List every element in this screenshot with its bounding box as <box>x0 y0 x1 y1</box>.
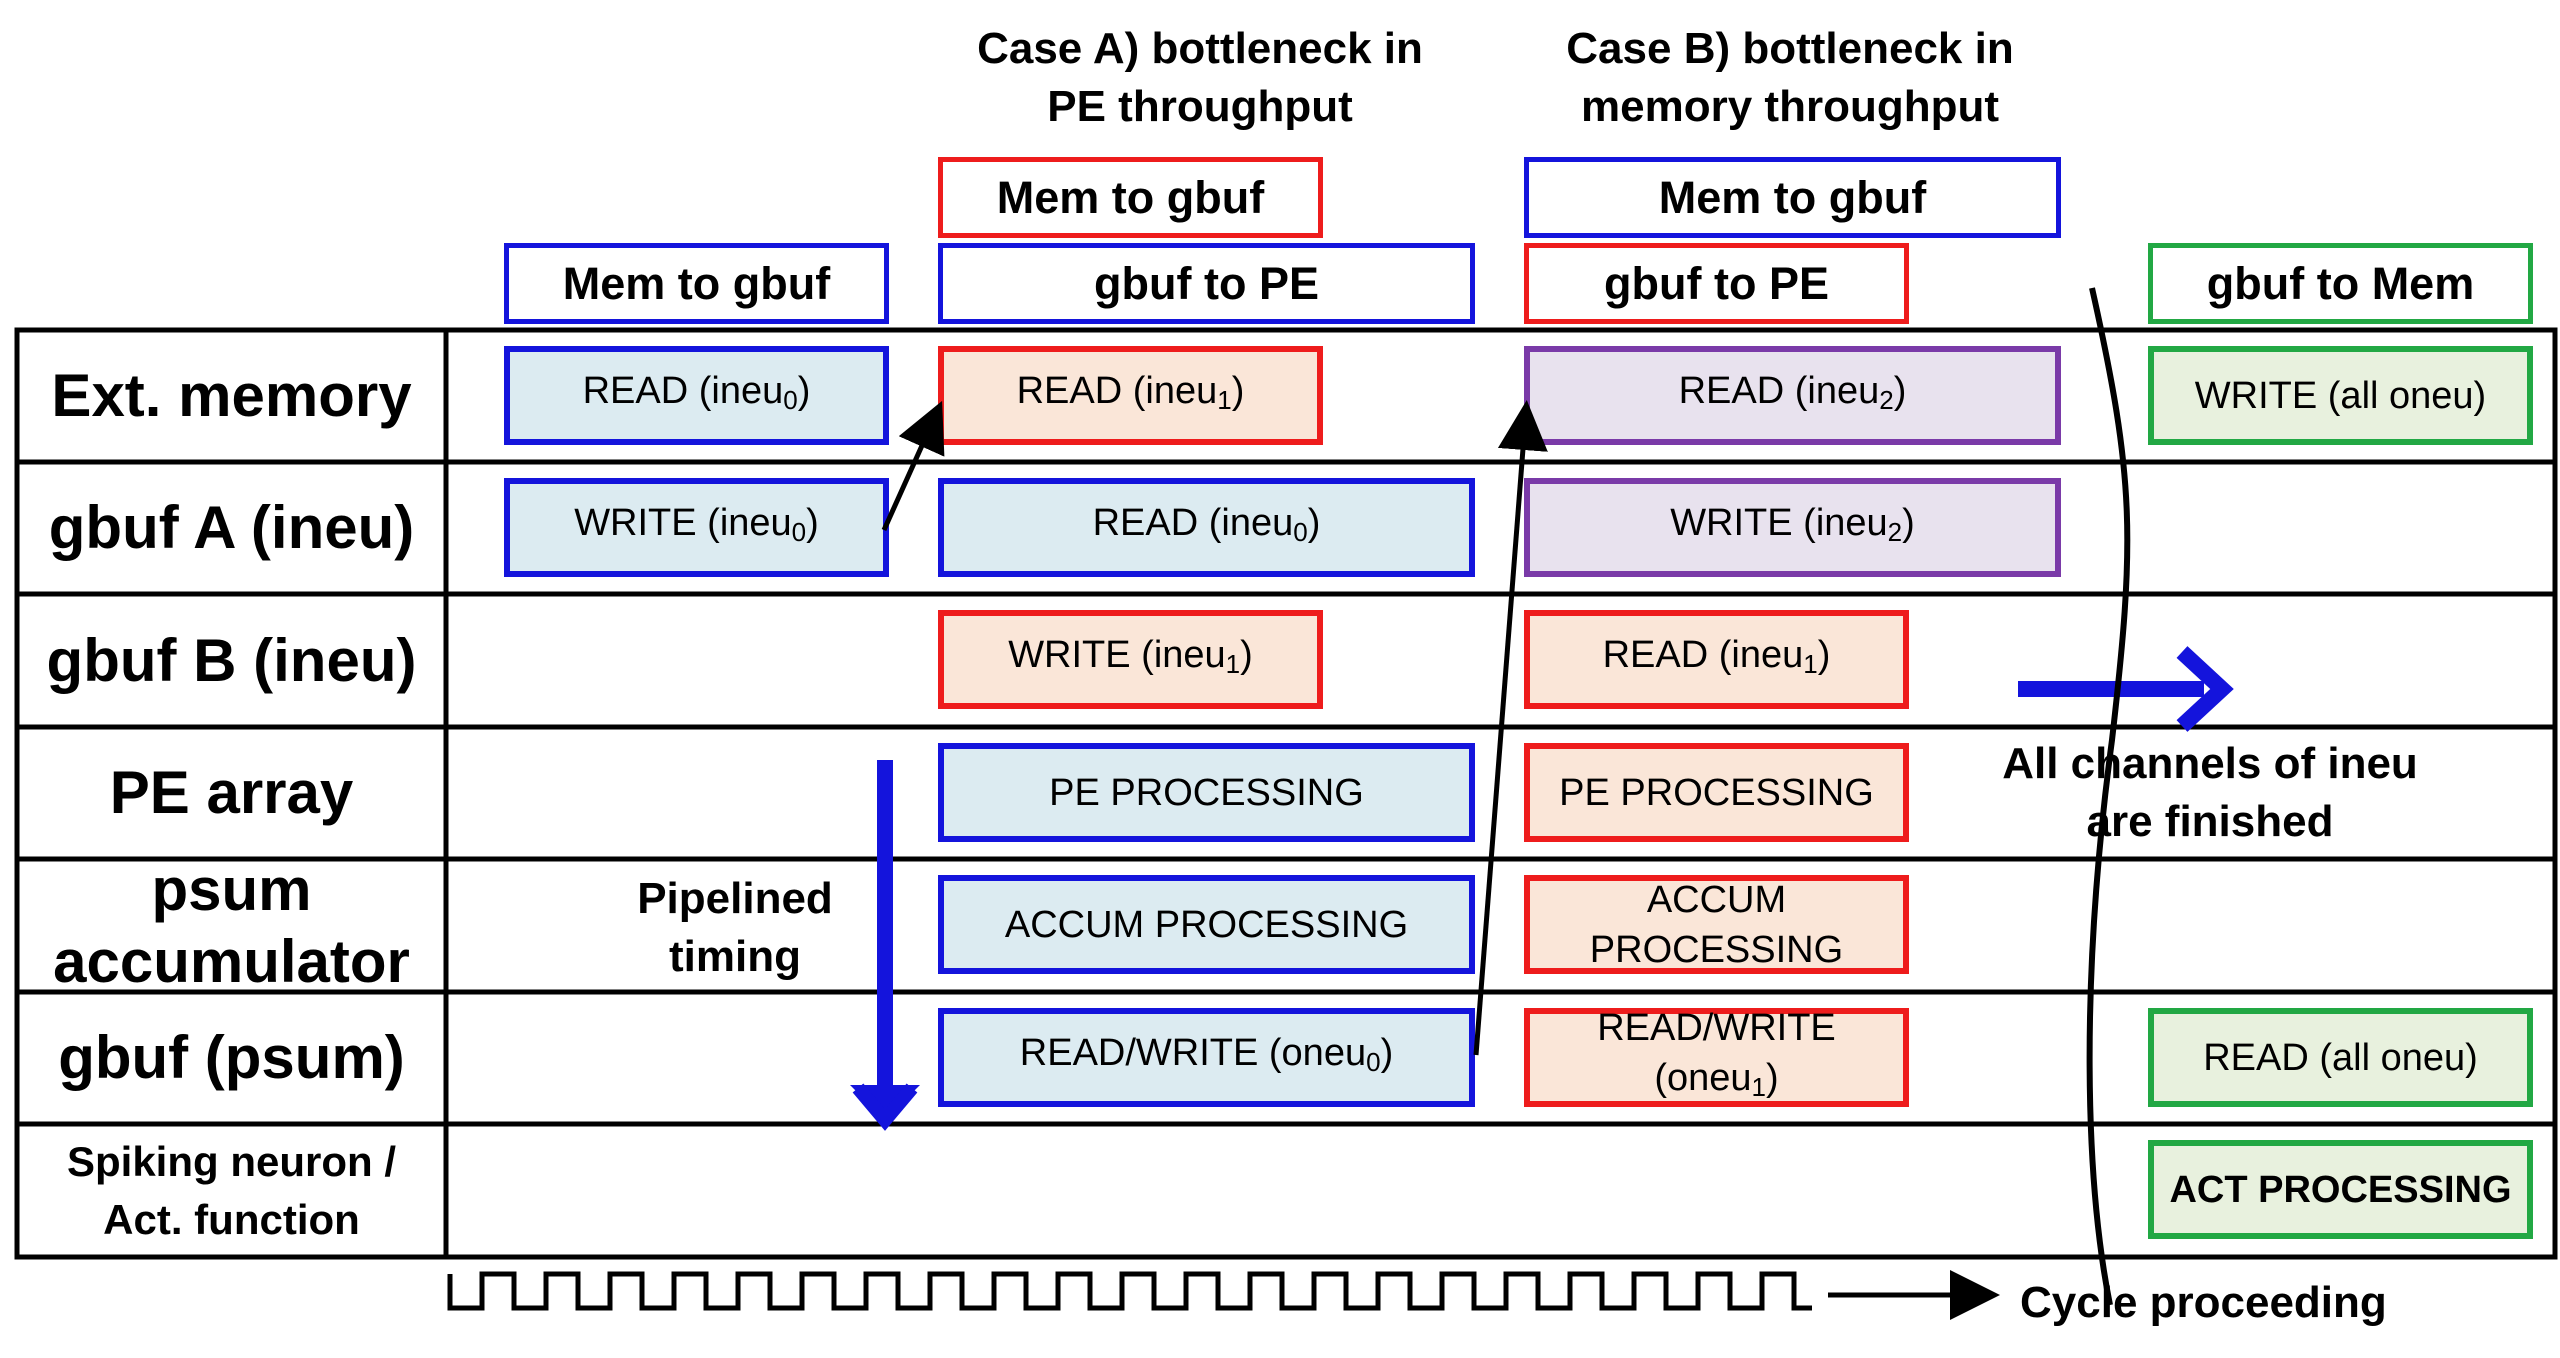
clock-waveform <box>447 1271 1812 1311</box>
row-label-gbuf-b: gbuf B (ineu) <box>46 626 417 694</box>
cycle-proceeding-label: Cycle proceeding <box>2020 1278 2387 1327</box>
case-b-title: Case B) bottleneck in memory throughput <box>1566 24 2014 131</box>
cell-case-b-ext-read: READ (ineu2) <box>1524 346 2061 445</box>
row-label-ext-memory: Ext. memory <box>51 362 412 429</box>
cell-case-a-ext-read: READ (ineu1) <box>938 346 1323 445</box>
pipelined-down-arrow <box>850 760 920 1131</box>
row-label-gbuf-a: gbuf A (ineu) <box>48 494 415 561</box>
header-col1-mem-to-gbuf: Mem to gbuf <box>504 243 889 324</box>
row-label-spiking-neuron: Spiking neuron / Act. function <box>66 1137 396 1243</box>
cell-psum-read-all-oneu: READ (all oneu) <box>2148 1008 2533 1107</box>
cell-case-b-accum-processing: ACCUM PROCESSING <box>1524 875 1909 974</box>
header-gbuf-to-mem: gbuf to Mem <box>2148 243 2533 324</box>
header-case-b-gbuf-to-pe: gbuf to PE <box>1524 243 1909 324</box>
arrow-case-a-to-case-b <box>1473 400 1548 1056</box>
pipelined-timing-note: Pipelined timing <box>637 874 833 981</box>
header-case-a-mem-to-gbuf: Mem to gbuf <box>938 157 1323 238</box>
header-case-a-gbuf-to-pe: gbuf to PE <box>938 243 1475 324</box>
cell-col1-gbufa-write: WRITE (ineu0) <box>504 478 889 577</box>
cell-case-b-psum-readwrite: READ/WRITE (oneu1) <box>1524 1007 1909 1107</box>
row-label-gbuf-psum: gbuf (psum) <box>58 1024 405 1091</box>
cell-act-processing: ACT PROCESSING <box>2148 1140 2533 1239</box>
cell-case-a-gbufb-write: WRITE (ineu1) <box>938 610 1323 709</box>
cell-case-a-pe-processing: PE PROCESSING <box>938 743 1475 842</box>
cell-ext-write-all-oneu: WRITE (all oneu) <box>2148 346 2533 445</box>
cell-case-a-psum-readwrite: READ/WRITE (oneu0) <box>938 1008 1475 1107</box>
all-channels-bracket <box>2086 287 2131 1306</box>
row-label-pe-array: PE array <box>109 759 354 826</box>
row-label-psum-accumulator: psum accumulator <box>53 855 410 995</box>
cell-case-b-pe-processing: PE PROCESSING <box>1524 743 1909 842</box>
all-channels-finished-note: All channels of ineu are finished <box>2002 739 2418 846</box>
header-case-b-mem-to-gbuf: Mem to gbuf <box>1524 157 2061 238</box>
finished-right-arrow <box>2018 646 2234 732</box>
cell-case-b-gbufb-read: READ (ineu1) <box>1524 610 1909 709</box>
cell-case-b-gbufa-write: WRITE (ineu2) <box>1524 478 2061 577</box>
arrow-col1-to-case-a <box>881 400 945 532</box>
case-a-title: Case A) bottleneck in PE throughput <box>977 24 1423 131</box>
cell-case-a-accum-processing: ACCUM PROCESSING <box>938 875 1475 974</box>
cell-case-a-gbufa-read: READ (ineu0) <box>938 478 1475 577</box>
cell-col1-ext-read: READ (ineu0) <box>504 346 889 445</box>
